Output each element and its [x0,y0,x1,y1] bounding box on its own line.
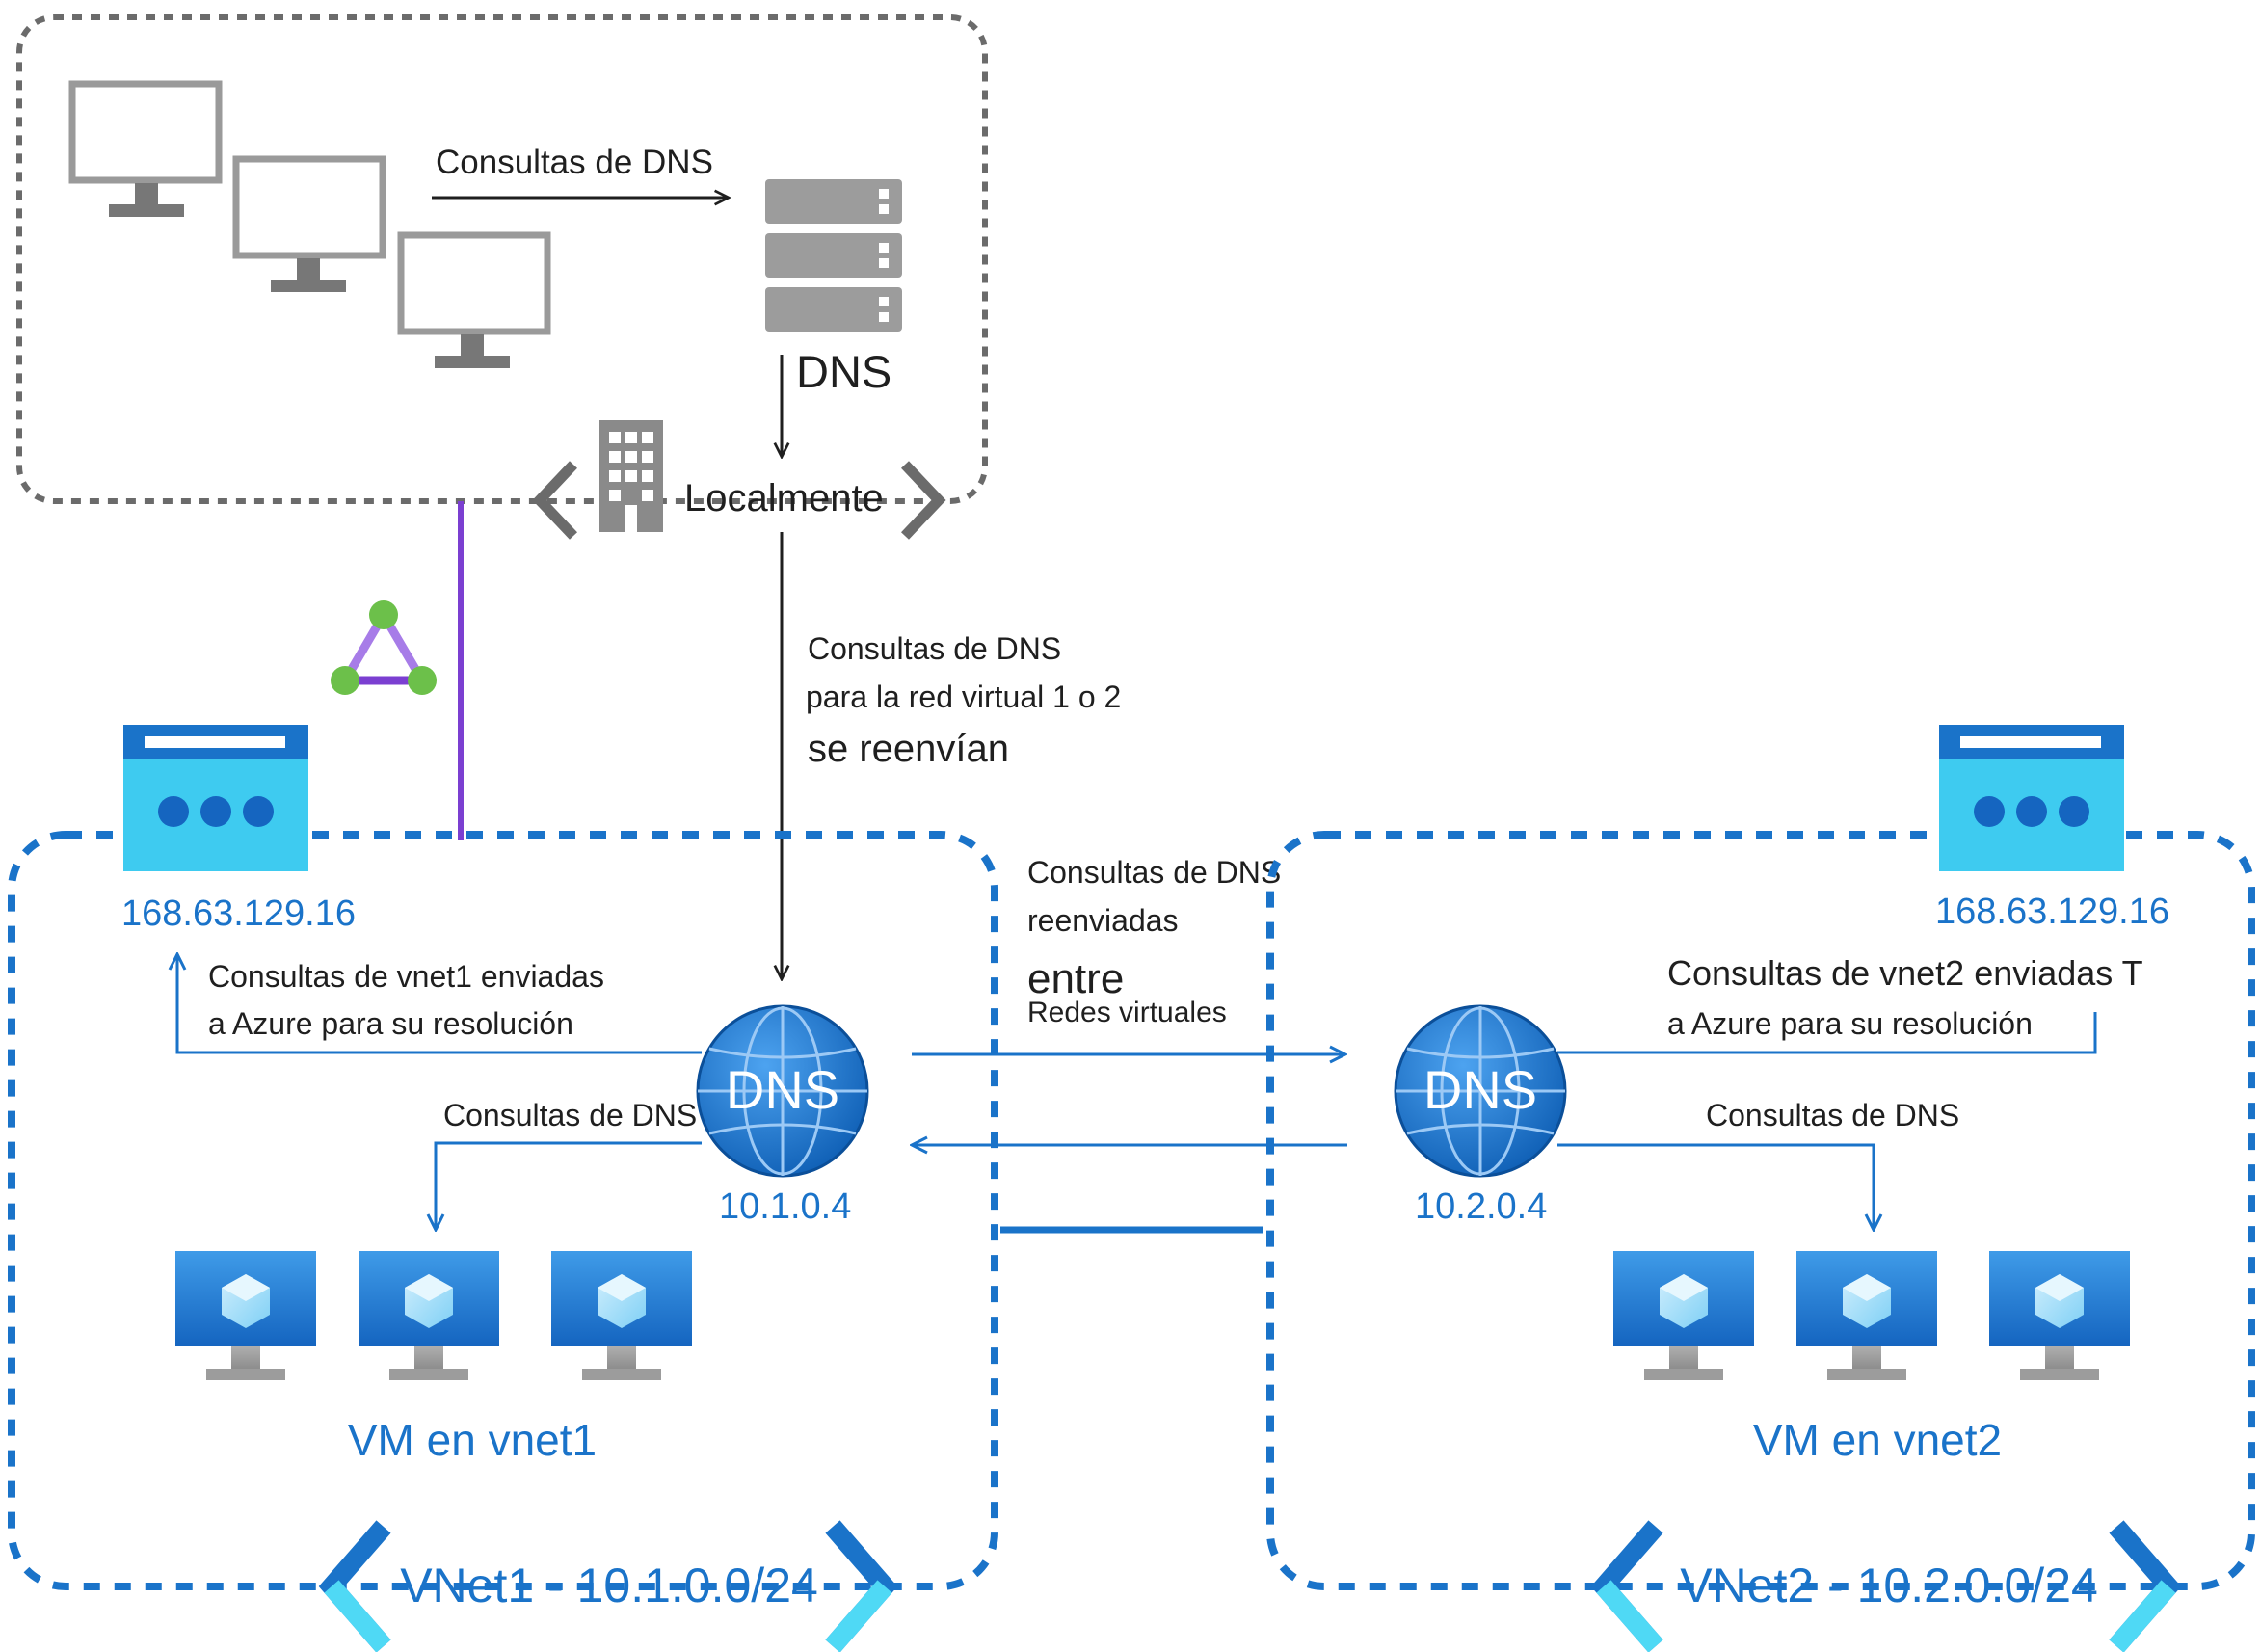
between-line1: Consultas de DNS [1027,855,1281,890]
forward-line2: para la red virtual 1 o 2 [806,679,1121,714]
vnet1-dns-icon-text: DNS [726,1059,839,1120]
azure-dns-icon [123,725,308,871]
vnet2-vm-query-label: Consultas de DNS [1706,1098,1959,1132]
vnet2-dns-to-vm-arrow [1557,1143,1874,1230]
vnet2-dns-globe-icon [1394,1004,1567,1178]
vnet2-boundary [1266,831,2255,1590]
between-line2: reenviadas [1027,903,1179,938]
vnet1-vm-label: VM en vnet1 [348,1415,597,1465]
forward-line1: Consultas de DNS [808,631,1061,666]
between-line4: Redes virtuales [1027,997,1227,1028]
vnet2-vm-icon [1989,1251,2130,1380]
onprem-queries-label: Consultas de DNS [436,144,713,181]
onprem-chevron-right-icon [901,461,946,540]
onprem-computer-icon [68,80,223,217]
onprem-chevron-left-icon [532,461,577,540]
vnet2-vm-icon [1796,1251,1937,1380]
vnet2-chevron-right-icon [2109,1520,2182,1652]
vnet1-vm-icon [175,1251,316,1380]
vnet1-azure-query-line1: Consultas de vnet1 enviadas [208,959,604,994]
vnet2-dns-icon-text: DNS [1423,1059,1537,1120]
forward-line3: se reenvían [808,728,1009,770]
vpn-gateway-icon [331,600,437,695]
between-line3: entre [1027,955,1124,1002]
vnet1-chevron-left-icon [318,1520,391,1652]
vnet1-vm-icon [359,1251,499,1380]
onprem-computer-icon [397,231,551,368]
vnet1-azure-query-line2: a Azure para su resolución [208,1006,573,1041]
vnet2-azure-query-line1: Consultas de vnet2 enviadas T [1667,953,2143,993]
vnet2-dns-ip: 10.2.0.4 [1415,1186,1547,1227]
vnet2-to-azure-line [1557,1012,2097,1054]
onprem-boundary [16,14,988,504]
vnet1-to-azure-arrow [177,954,702,1054]
vnet1-boundary [8,831,998,1590]
vnet2-vm-icon [1613,1251,1754,1380]
onprem-dns-server-label: DNS [796,346,891,397]
vnet2-vm-label: VM en vnet2 [1753,1415,2002,1465]
vnet1-dns-ip: 10.1.0.4 [719,1186,851,1227]
onprem-location-label: Localmente [684,477,884,520]
vnet2-azure-query-line2: a Azure para su resolución [1667,1006,2033,1041]
vnet1-dns-to-vm-arrow [436,1141,702,1230]
building-icon [599,420,663,532]
onprem-computer-icon [232,155,386,292]
server-icon [765,179,902,332]
vnet1-vm-query-label: Consultas de DNS [443,1098,697,1132]
vnet2-network-label: VNet2 - 10.2.0.0/24 [1680,1559,2098,1612]
vnet1-network-label: VNet1 - 10.1.0.0/24 [400,1559,818,1612]
vnet1-chevron-right-icon [825,1520,898,1652]
vnet1-vm-icon [551,1251,692,1380]
vnet2-azure-dns-ip: 168.63.129.16 [1935,892,2169,932]
azure-dns-icon [1939,725,2124,871]
vnet2-chevron-left-icon [1590,1520,1663,1652]
vnet1-dns-globe-icon [696,1004,869,1178]
vnet1-azure-dns-ip: 168.63.129.16 [121,893,356,934]
